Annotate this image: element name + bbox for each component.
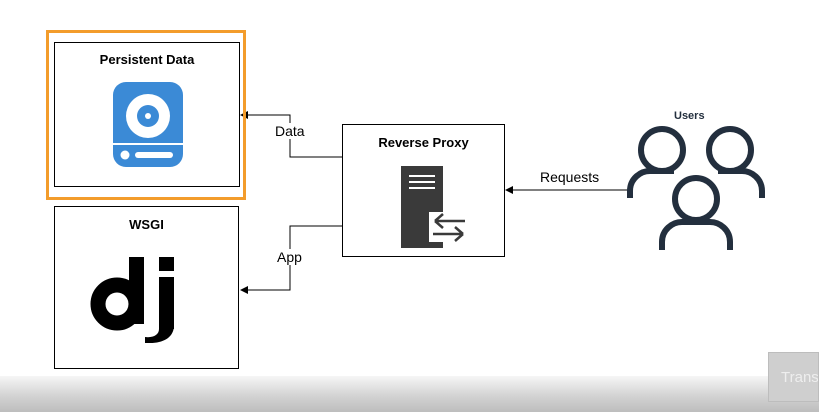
selection-highlight bbox=[46, 30, 246, 200]
django-logo bbox=[90, 257, 174, 343]
bottom-toolbar bbox=[0, 376, 819, 412]
translate-button-label: Trans bbox=[781, 369, 819, 386]
users-icon bbox=[627, 126, 765, 250]
persistent-data-box: Persistent Data bbox=[54, 42, 240, 187]
requests-edge-label: Requests bbox=[538, 169, 602, 185]
wsgi-title: WSGI bbox=[129, 217, 164, 232]
wsgi-box: WSGI bbox=[54, 206, 239, 369]
reverse-proxy-title: Reverse Proxy bbox=[378, 135, 469, 150]
disk-storage-icon bbox=[113, 82, 183, 167]
users-title: Users bbox=[674, 110, 705, 122]
reverse-proxy-box: Reverse Proxy bbox=[342, 124, 505, 257]
persistent-data-title: Persistent Data bbox=[99, 52, 195, 67]
data-edge-label: Data bbox=[273, 123, 307, 139]
translate-button[interactable]: Trans bbox=[768, 352, 819, 402]
app-edge-label: App bbox=[275, 249, 304, 265]
server-icon bbox=[401, 166, 467, 248]
